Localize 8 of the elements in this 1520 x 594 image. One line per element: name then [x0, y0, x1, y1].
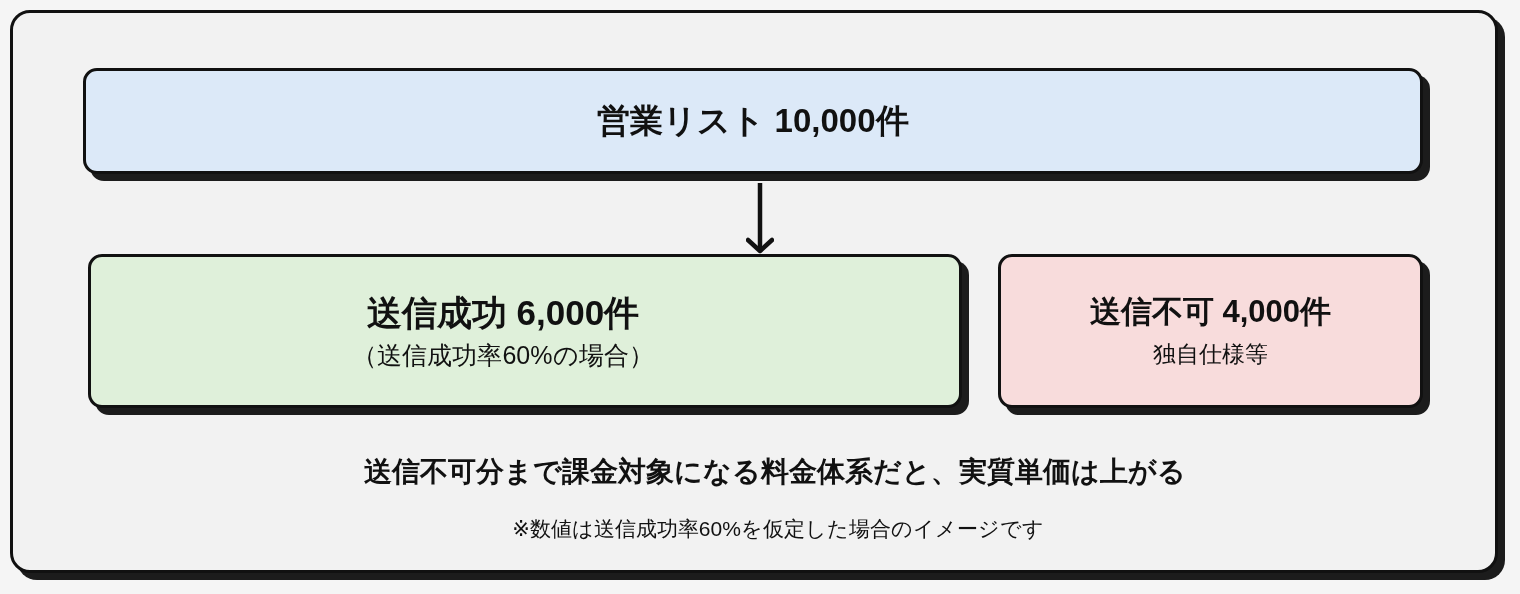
footnote-text: ※数値は送信成功率60%を仮定した場合のイメージです: [512, 516, 1044, 542]
note-text: 送信不可分まで課金対象になる料金体系だと、実質単価は上がる: [364, 455, 1186, 489]
box-heading: 送信不可 4,000件: [1089, 293, 1332, 332]
arrow: [745, 183, 775, 254]
box-subtitle: （送信成功率60%の場合）: [352, 340, 654, 372]
box-subtitle: 独自仕様等: [1153, 340, 1268, 369]
box-heading: 送信成功 6,000件: [366, 291, 640, 334]
box-heading: 営業リスト 10,000件: [597, 101, 909, 142]
